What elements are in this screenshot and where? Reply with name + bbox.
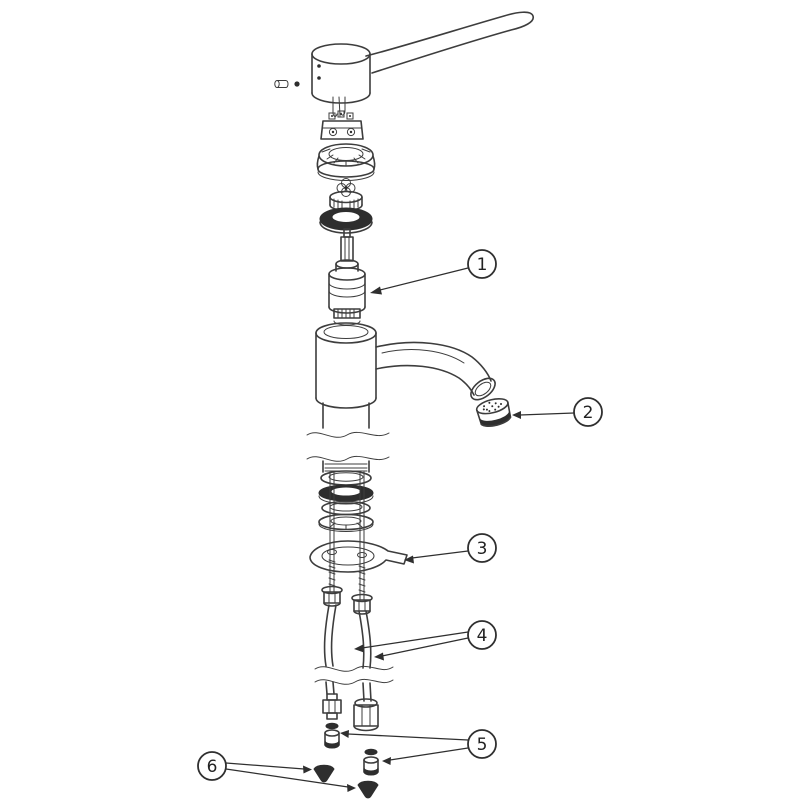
handle-assembly bbox=[311, 11, 534, 117]
set-screw bbox=[274, 80, 300, 88]
supply-hoses bbox=[314, 604, 394, 702]
locking-ring bbox=[319, 207, 373, 234]
retainer-block bbox=[320, 110, 364, 140]
callout-4-number: 4 bbox=[477, 626, 488, 646]
callout-4-circle bbox=[467, 620, 497, 650]
callout-5-circle bbox=[467, 729, 497, 759]
callout-3-circle bbox=[467, 533, 497, 563]
threaded-studs bbox=[328, 471, 366, 601]
callout-6-number: 6 bbox=[207, 757, 218, 777]
seal-parts bbox=[324, 722, 379, 776]
faucet-body-spout bbox=[315, 322, 496, 409]
callout-2: 2 bbox=[512, 397, 603, 427]
washer-stack bbox=[318, 470, 374, 532]
callout-1: 1 bbox=[370, 249, 497, 295]
callout-6: 6 bbox=[197, 751, 356, 792]
hose-fittings bbox=[322, 693, 379, 732]
callout-6-circle bbox=[197, 751, 227, 781]
callout-2-circle bbox=[573, 397, 603, 427]
callout-1-circle bbox=[467, 249, 497, 279]
callout-3: 3 bbox=[404, 533, 497, 564]
shank-break bbox=[306, 402, 390, 473]
cone-seals bbox=[313, 764, 379, 799]
callout-2-number: 2 bbox=[583, 403, 594, 423]
callout-3-number: 3 bbox=[477, 539, 488, 559]
callout-5-number: 5 bbox=[477, 735, 488, 755]
callout-4: 4 bbox=[354, 620, 497, 661]
callout-5: 5 bbox=[340, 729, 497, 765]
stud-nuts bbox=[321, 585, 373, 615]
mounting-bracket bbox=[309, 540, 408, 573]
dome-cap bbox=[316, 143, 376, 181]
mixer-cartridge bbox=[328, 228, 366, 326]
spline-adapter bbox=[329, 178, 363, 212]
aerator bbox=[475, 398, 512, 428]
callout-1-number: 1 bbox=[477, 255, 488, 275]
